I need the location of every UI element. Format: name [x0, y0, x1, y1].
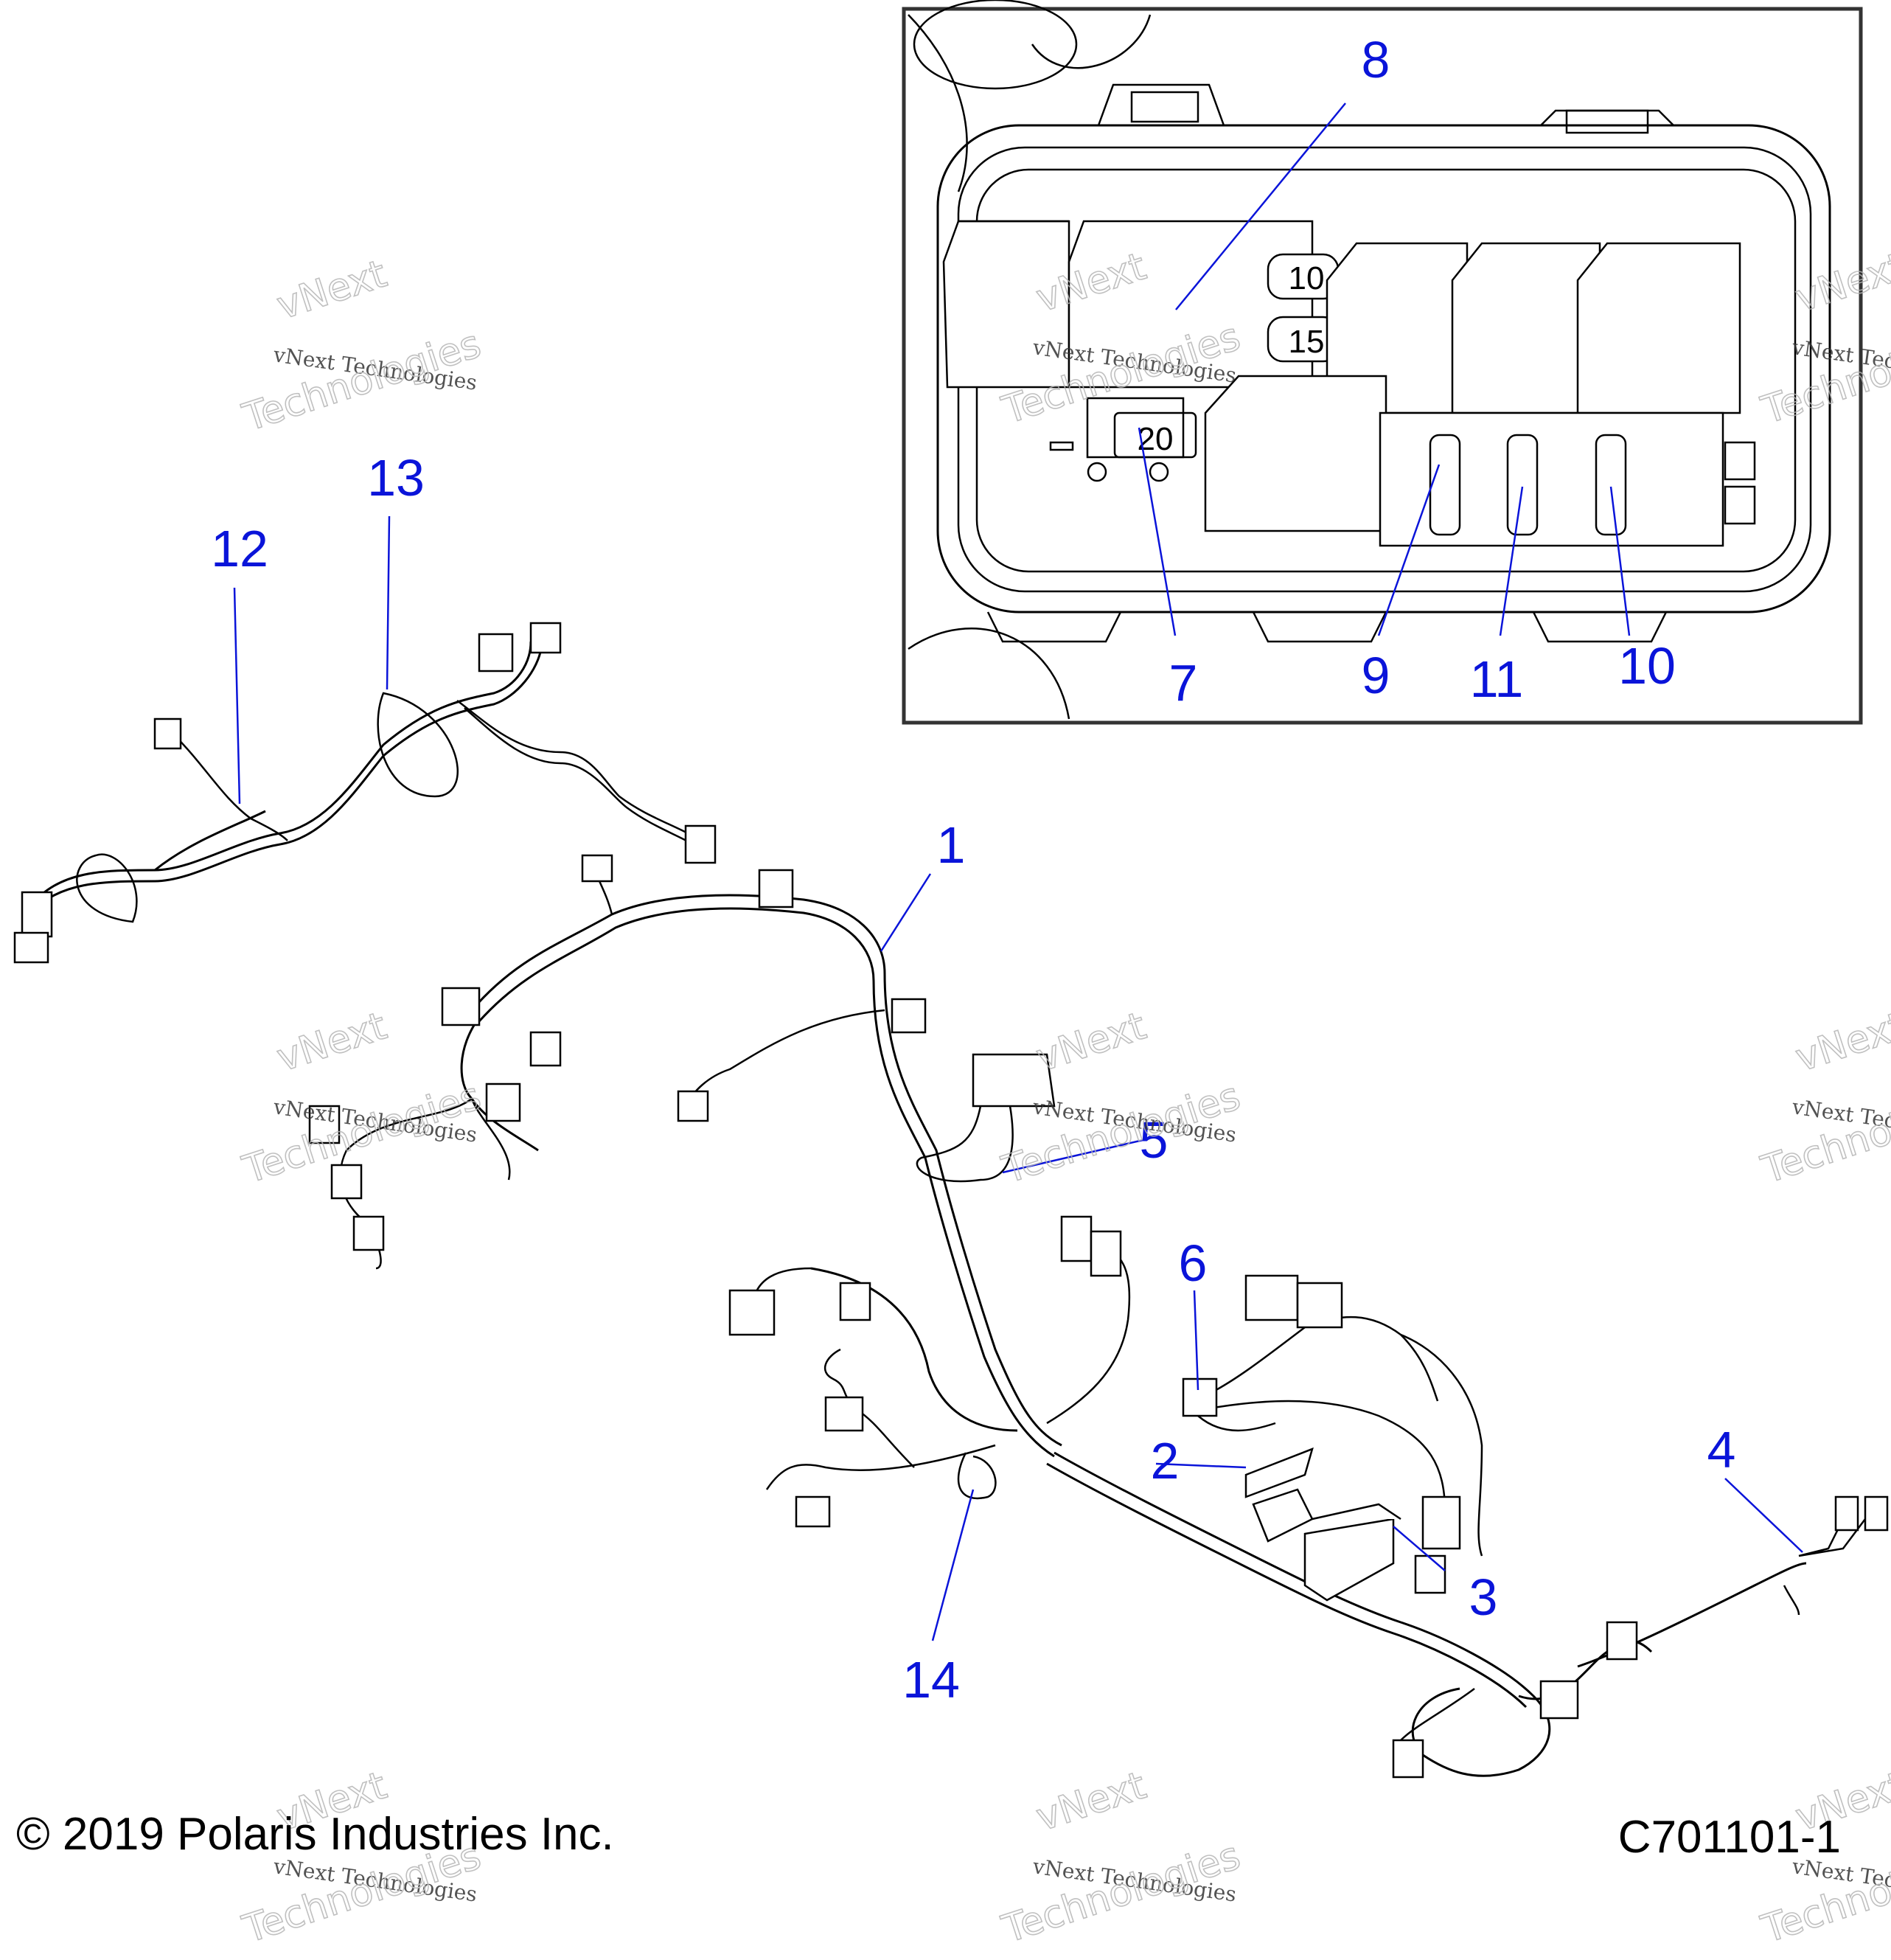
watermark-word: vNext [272, 1004, 392, 1081]
connector-icon [1414, 1554, 1446, 1594]
callout-14: 14 [902, 1651, 960, 1709]
callout-1: 1 [937, 816, 966, 874]
connector-icon [581, 854, 613, 883]
connector-icon [352, 1215, 385, 1251]
connector-icon [758, 869, 794, 908]
connector-icon [529, 622, 562, 654]
connector-icon [1244, 1274, 1299, 1321]
connector-icon [1090, 1230, 1122, 1277]
connector-icon [728, 1289, 776, 1336]
connector-icon [1296, 1282, 1343, 1329]
callout-5: 5 [1140, 1111, 1169, 1169]
callout-4: 4 [1707, 1421, 1736, 1478]
callout-13: 13 [367, 449, 425, 507]
callout-3: 3 [1469, 1568, 1498, 1626]
connector-icon [330, 1164, 363, 1200]
leader-lines [233, 515, 1803, 1641]
callout-10: 10 [1618, 637, 1676, 695]
connector-icon [1421, 1495, 1461, 1550]
connector-icon [308, 1105, 341, 1144]
connector-icon [1392, 1739, 1424, 1779]
connector-icon [13, 931, 49, 964]
connector-icon [1539, 1680, 1579, 1720]
connector-icon [153, 717, 182, 750]
callout-6: 6 [1179, 1234, 1208, 1292]
connector-icon [677, 1090, 709, 1122]
connector-icon [478, 633, 514, 673]
connector-icon [485, 1082, 521, 1122]
connector-icon [684, 824, 717, 864]
main-harness [308, 854, 1889, 1779]
watermark-word: vNext [1791, 1004, 1891, 1081]
connector-icon [795, 1495, 831, 1528]
connector-icon [1606, 1621, 1638, 1661]
watermark-word: vNext [272, 252, 392, 329]
connector-icon [1060, 1215, 1093, 1262]
watermark-word: Technologies [1756, 1074, 1891, 1193]
drawing-number: C701101-1 [1618, 1812, 1841, 1863]
callout-2: 2 [1151, 1432, 1180, 1490]
inset-fuse-box: 20 10 15 [902, 0, 1863, 725]
connector-icon [1834, 1495, 1859, 1532]
connector-icon [1182, 1377, 1218, 1417]
fuse-15-label: 15 [1289, 324, 1325, 360]
watermark-word: vNext [1031, 1764, 1152, 1841]
connector-icon [1864, 1495, 1889, 1532]
connector-icon [441, 987, 481, 1026]
callout-11: 11 [1470, 650, 1524, 708]
ecu-module [1244, 1447, 1314, 1498]
connector-icon [891, 998, 927, 1034]
callout-8: 8 [1362, 31, 1390, 88]
connector-icon [824, 1396, 864, 1432]
copyright-text: © 2019 Polaris Industries Inc. [16, 1809, 614, 1860]
callout-12: 12 [211, 520, 268, 577]
connector-icon [529, 1031, 562, 1067]
fuse-10-label: 10 [1289, 260, 1325, 296]
sub-harness-upper-left [13, 622, 717, 964]
callout-9: 9 [1362, 647, 1390, 704]
watermark-word: vNext [1031, 1004, 1152, 1081]
connector-icon [839, 1282, 871, 1321]
connector-icon [21, 891, 53, 938]
callout-labels: 1 2 3 4 5 6 7 8 9 10 11 12 13 14 [211, 31, 1735, 1709]
callout-7: 7 [1169, 654, 1198, 712]
